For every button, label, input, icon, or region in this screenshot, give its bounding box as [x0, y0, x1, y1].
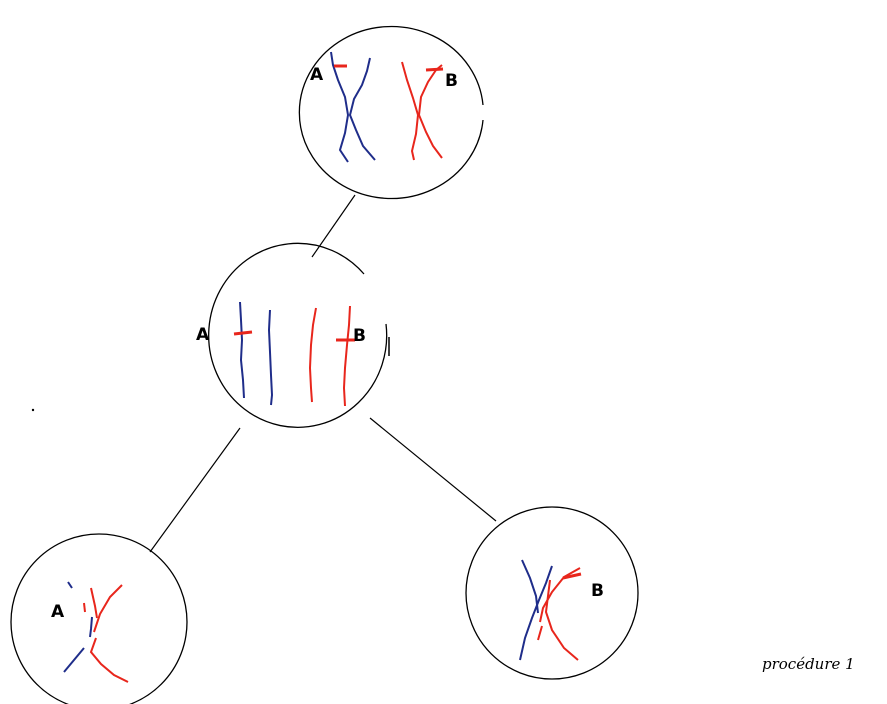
chromosome-a-top: [330, 51, 376, 163]
procedure-caption: procédure 1: [762, 655, 855, 673]
label-a-middle: A: [196, 325, 210, 345]
cell-bottom-right: B: [465, 506, 639, 680]
cell-middle-outline: [208, 242, 388, 428]
cell-bottom-right-outline: [465, 506, 639, 680]
marker-b-bottom-right: [562, 572, 582, 580]
cell-bottom-left: A: [10, 533, 188, 704]
label-b-bottom-right: B: [591, 581, 604, 601]
chromosome-a-bottom-left: [63, 581, 93, 673]
cell-bottom-left-outline: [10, 533, 188, 704]
label-a-top: A: [310, 65, 324, 85]
label-b-top: B: [445, 71, 458, 91]
cell-top-outline: [298, 25, 484, 200]
connector-top-middle: [311, 194, 356, 258]
chromosome-a-bottom-right: [519, 559, 553, 661]
cell-middle: A B: [196, 242, 390, 428]
connector-middle-right: [369, 417, 497, 522]
label-a-bottom-left: A: [51, 602, 65, 622]
chromosome-b-bottom-left: [83, 584, 129, 683]
stray-dot: [31, 408, 35, 412]
marker-a-middle: [233, 330, 253, 336]
connector-middle-left: [149, 427, 241, 553]
chromosome-b-middle: [308, 305, 351, 407]
chromosome-a-middle: [239, 301, 274, 406]
chromosome-b-bottom-right: [537, 567, 581, 661]
marker-b-top: [425, 67, 444, 72]
cell-top: A B: [298, 25, 484, 200]
chromosome-b-top: [401, 61, 443, 161]
label-b-middle: B: [353, 326, 366, 346]
